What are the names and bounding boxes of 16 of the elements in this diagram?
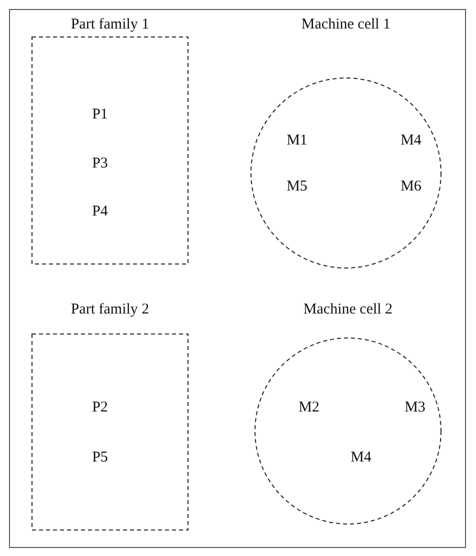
machine-label: M5 — [286, 180, 308, 194]
group-heading: Machine cell 1 — [301, 18, 391, 32]
group-heading: Machine cell 2 — [303, 302, 393, 318]
machine-label: M4 — [350, 450, 372, 466]
part-label: P4 — [92, 204, 108, 220]
part-label: P1 — [92, 108, 108, 122]
group-heading: Part family 2 — [70, 302, 150, 318]
machine-label: M3 — [404, 400, 426, 416]
group-heading: Part family 1 — [70, 18, 150, 32]
machine-label: M4 — [400, 134, 422, 148]
part-label: P5 — [92, 450, 108, 466]
part-label: P3 — [92, 156, 108, 172]
machine-label: M2 — [298, 400, 320, 416]
part-label: P2 — [92, 400, 108, 416]
machine-label: M1 — [286, 134, 308, 148]
machine-label: M6 — [400, 180, 422, 194]
